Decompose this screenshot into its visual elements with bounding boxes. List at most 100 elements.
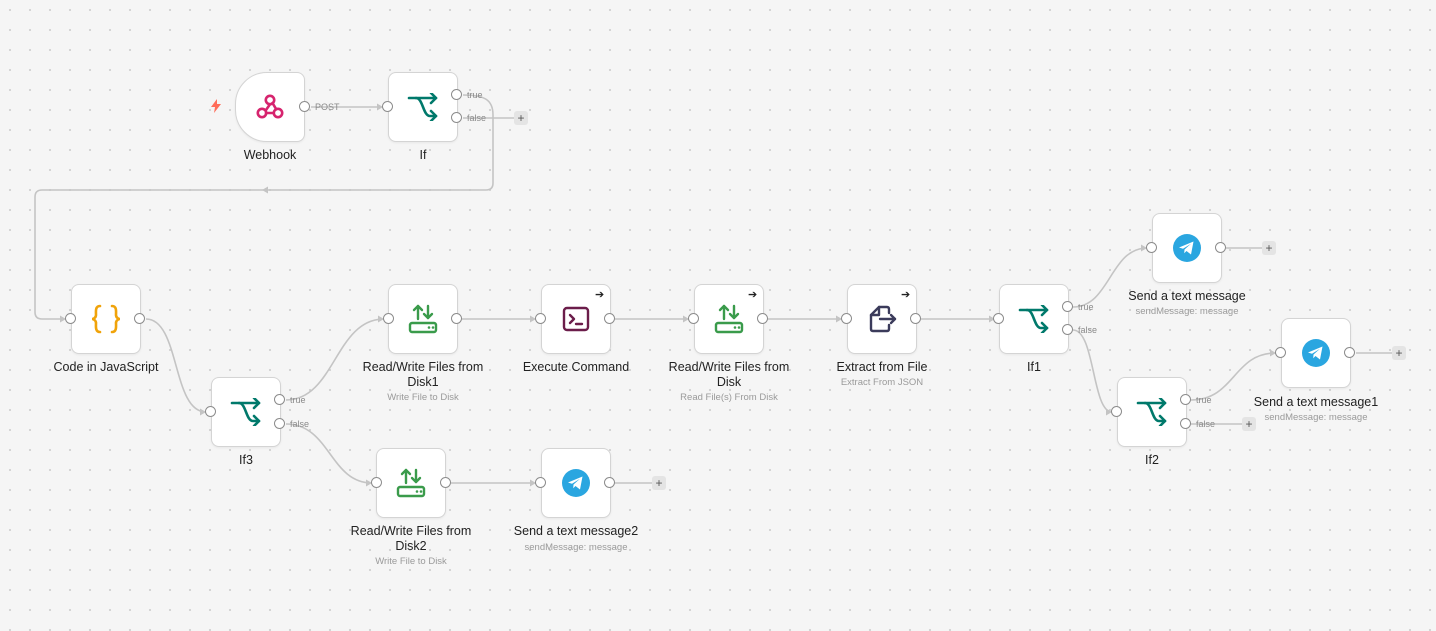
arrow-head: [1106, 408, 1112, 416]
port-label-true: true: [1196, 395, 1212, 405]
input-handle[interactable]: [382, 101, 393, 112]
node-sublabel: Write File to Disk: [387, 392, 459, 403]
arrow-head: [989, 315, 995, 323]
node-if3[interactable]: [211, 377, 281, 447]
add-node-button[interactable]: +: [514, 111, 528, 125]
node-sublabel: sendMessage: message: [1264, 412, 1368, 423]
node-extract-from-file[interactable]: [847, 284, 917, 354]
node-send-text-message2[interactable]: [541, 448, 611, 518]
node-sublabel: sendMessage: message: [1135, 306, 1239, 317]
node-label: Read/Write Files from Disk1: [362, 360, 484, 389]
node-read-write-disk[interactable]: [694, 284, 764, 354]
output-handle-true[interactable]: [274, 394, 285, 405]
arrow-head: [60, 315, 66, 323]
node-label: If1: [1027, 360, 1041, 374]
output-handle-true[interactable]: [1180, 394, 1191, 405]
file-transfer-icon: [396, 468, 426, 498]
input-handle[interactable]: [535, 313, 546, 324]
output-handle-false[interactable]: [1062, 324, 1073, 335]
file-export-icon: [867, 305, 897, 333]
connection-if3-rw2: [285, 423, 373, 484]
node-label: Webhook: [243, 148, 297, 162]
node-label: Send a text message: [1128, 289, 1246, 303]
output-handle[interactable]: [1344, 347, 1355, 358]
telegram-icon: [1301, 338, 1331, 368]
output-handle-true[interactable]: [1062, 301, 1073, 312]
output-handle-false[interactable]: [451, 112, 462, 123]
arrow-head: [530, 315, 536, 323]
node-sublabel: Read File(s) From Disk: [680, 392, 778, 403]
trigger-bolt-icon: [211, 99, 221, 113]
node-if2[interactable]: [1117, 377, 1187, 447]
input-handle[interactable]: [65, 313, 76, 324]
node-if[interactable]: [388, 72, 458, 142]
output-handle[interactable]: [757, 313, 768, 324]
connection-if-code: [34, 94, 494, 320]
output-handle[interactable]: [604, 477, 615, 488]
input-handle[interactable]: [688, 313, 699, 324]
node-label: Extract from File: [836, 360, 928, 374]
node-label: Read/Write Files from Disk2: [350, 524, 472, 553]
add-node-button[interactable]: +: [1242, 417, 1256, 431]
node-sublabel: sendMessage: message: [524, 542, 628, 553]
output-handle[interactable]: [451, 313, 462, 324]
output-handle[interactable]: [604, 313, 615, 324]
add-node-button[interactable]: +: [652, 476, 666, 490]
input-handle[interactable]: [1146, 242, 1157, 253]
add-node-button[interactable]: +: [1262, 241, 1276, 255]
node-code-javascript[interactable]: [71, 284, 141, 354]
node-label: Code in JavaScript: [53, 360, 159, 374]
connection-if3-rw1: [285, 318, 385, 401]
node-label: If2: [1145, 453, 1159, 467]
input-handle[interactable]: [841, 313, 852, 324]
port-label-true: true: [290, 395, 306, 405]
file-transfer-icon: [408, 304, 438, 334]
input-handle[interactable]: [1111, 406, 1122, 417]
input-handle[interactable]: [1275, 347, 1286, 358]
node-read-write-disk2[interactable]: [376, 448, 446, 518]
arrow-right-icon: ➔: [595, 289, 605, 301]
output-handle-false[interactable]: [274, 418, 285, 429]
node-sublabel: Extract From JSON: [840, 377, 924, 388]
output-handle[interactable]: [440, 477, 451, 488]
node-webhook[interactable]: [235, 72, 305, 142]
arrow-head: [262, 186, 268, 194]
node-label: If3: [239, 453, 253, 467]
arrow-head: [366, 479, 372, 487]
telegram-icon: [561, 468, 591, 498]
port-label-false: false: [1196, 419, 1216, 429]
branch-icon: [1018, 305, 1050, 333]
node-label: Send a text message2: [513, 524, 639, 538]
output-handle[interactable]: [134, 313, 145, 324]
file-transfer-icon: [714, 304, 744, 334]
arrow-head: [836, 315, 842, 323]
input-handle[interactable]: [205, 406, 216, 417]
output-handle[interactable]: [910, 313, 921, 324]
arrow-right-icon: ➔: [748, 289, 758, 301]
port-label-false: false: [467, 113, 487, 123]
node-read-write-disk1[interactable]: [388, 284, 458, 354]
output-handle[interactable]: [299, 101, 310, 112]
input-handle[interactable]: [993, 313, 1004, 324]
arrow-head: [530, 479, 536, 487]
node-label: Execute Command: [522, 360, 630, 374]
node-label: Read/Write Files from Disk: [668, 360, 790, 389]
branch-icon: [230, 398, 262, 426]
add-node-button[interactable]: +: [1392, 346, 1406, 360]
input-handle[interactable]: [535, 477, 546, 488]
input-handle[interactable]: [371, 477, 382, 488]
port-label-true: true: [467, 90, 483, 100]
arrow-head: [377, 103, 383, 111]
telegram-icon: [1172, 233, 1202, 263]
node-send-text-message1[interactable]: [1281, 318, 1351, 388]
node-send-text-message[interactable]: [1152, 213, 1222, 283]
arrow-head: [200, 408, 206, 416]
node-if1[interactable]: [999, 284, 1069, 354]
output-handle[interactable]: [1215, 242, 1226, 253]
input-handle[interactable]: [383, 313, 394, 324]
output-handle-true[interactable]: [451, 89, 462, 100]
arrow-head: [378, 315, 384, 323]
node-sublabel: Write File to Disk: [375, 556, 447, 567]
output-handle-false[interactable]: [1180, 418, 1191, 429]
